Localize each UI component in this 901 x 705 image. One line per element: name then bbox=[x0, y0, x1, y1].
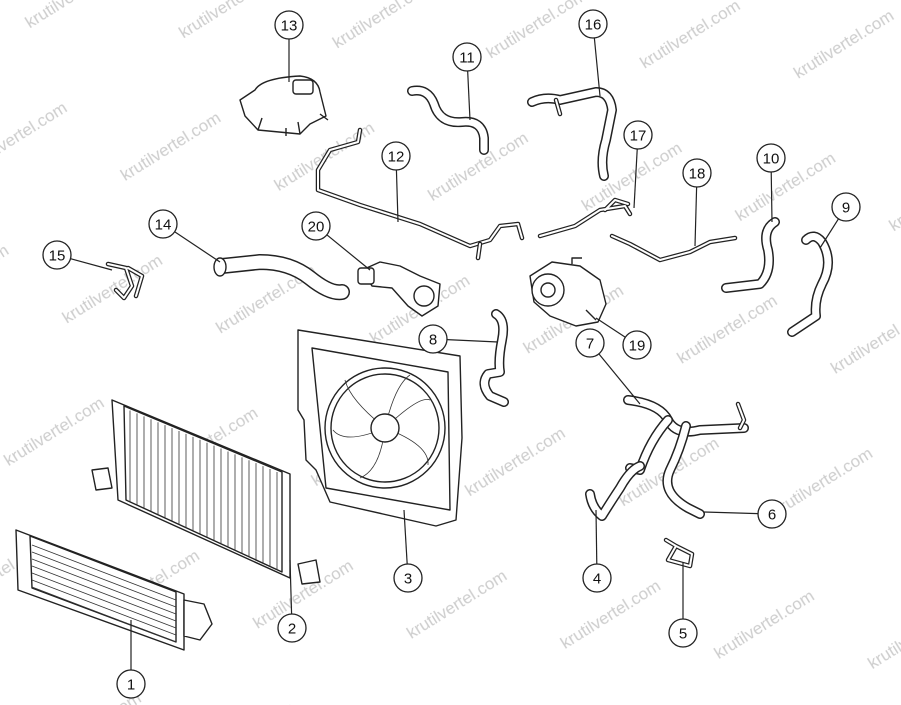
callout-number: 9 bbox=[842, 200, 850, 217]
callout-circle bbox=[682, 158, 712, 188]
callout-circle bbox=[418, 324, 448, 354]
callout-circle bbox=[575, 328, 605, 358]
callout-circle bbox=[301, 211, 331, 241]
callout-circle bbox=[831, 192, 861, 222]
pipe-18 bbox=[609, 233, 738, 263]
callout-circle bbox=[622, 330, 652, 360]
fan-shroud bbox=[297, 329, 463, 527]
pipe-17 bbox=[537, 197, 633, 239]
expansion-tank bbox=[239, 75, 329, 136]
leader-line bbox=[694, 186, 698, 247]
callout-circle bbox=[277, 613, 307, 643]
callout-circle bbox=[578, 9, 608, 39]
water-pump bbox=[529, 257, 607, 327]
hose-14 bbox=[213, 254, 350, 301]
callout-circle bbox=[756, 143, 786, 173]
callout-circle bbox=[381, 141, 411, 171]
callout-number: 7 bbox=[586, 336, 594, 353]
radiator bbox=[91, 399, 321, 585]
callout-number: 4 bbox=[593, 571, 601, 588]
leader-line bbox=[593, 37, 601, 97]
hose-15 bbox=[105, 261, 145, 301]
leader-line bbox=[70, 258, 113, 271]
callout-13: 13 bbox=[274, 10, 304, 82]
callout-number: 3 bbox=[404, 571, 412, 588]
hose-11 bbox=[407, 85, 489, 155]
callout-14: 14 bbox=[148, 209, 221, 263]
callout-number: 11 bbox=[459, 50, 475, 67]
leader-line bbox=[703, 511, 759, 515]
leader-line bbox=[633, 148, 638, 209]
callout-20: 20 bbox=[301, 211, 371, 271]
callout-2: 2 bbox=[277, 559, 307, 643]
callout-7: 7 bbox=[575, 328, 641, 405]
callout-number: 1 bbox=[127, 677, 135, 694]
leader-line bbox=[395, 169, 399, 223]
callout-12: 12 bbox=[381, 141, 411, 223]
callout-circle bbox=[148, 209, 178, 239]
leader-line bbox=[595, 317, 626, 338]
callout-number: 14 bbox=[155, 217, 172, 234]
callout-circle bbox=[452, 42, 482, 72]
callout-circle bbox=[757, 499, 787, 529]
callout-number: 6 bbox=[768, 507, 776, 524]
hose-10 bbox=[721, 217, 780, 293]
callout-circle bbox=[274, 10, 304, 40]
callout-number: 8 bbox=[429, 332, 437, 349]
callout-circle bbox=[42, 240, 72, 270]
callout-19: 19 bbox=[595, 317, 652, 360]
callout-8: 8 bbox=[418, 324, 499, 354]
callout-4: 4 bbox=[582, 509, 612, 593]
callout-number: 20 bbox=[308, 219, 325, 236]
leader-line bbox=[403, 509, 408, 565]
leader-line bbox=[819, 218, 840, 249]
thermostat-housing bbox=[357, 261, 441, 317]
callout-circle bbox=[668, 618, 698, 648]
hose-5 bbox=[663, 537, 695, 569]
callout-1: 1 bbox=[116, 620, 146, 699]
hose-4 bbox=[585, 461, 645, 521]
callout-9: 9 bbox=[819, 192, 861, 249]
callout-number: 5 bbox=[679, 626, 687, 643]
callout-number: 2 bbox=[288, 621, 296, 638]
callout-circle bbox=[582, 563, 612, 593]
leader-line bbox=[326, 234, 371, 271]
callout-number: 10 bbox=[763, 151, 780, 168]
callout-number: 19 bbox=[629, 338, 646, 355]
leader-line bbox=[174, 231, 221, 263]
callout-5: 5 bbox=[668, 562, 698, 648]
leader-line bbox=[595, 509, 598, 565]
leader-line bbox=[467, 70, 471, 121]
leader-line bbox=[770, 171, 773, 223]
callout-circle bbox=[393, 563, 423, 593]
leader-line bbox=[446, 339, 499, 343]
callout-number: 13 bbox=[281, 18, 298, 35]
leader-line bbox=[289, 559, 293, 615]
hose-16 bbox=[527, 87, 617, 181]
hose-8 bbox=[479, 309, 509, 407]
callout-11: 11 bbox=[452, 42, 482, 121]
callout-number: 18 bbox=[689, 166, 706, 183]
callout-circle bbox=[116, 669, 146, 699]
callout-circle bbox=[623, 120, 653, 150]
pipe-12 bbox=[315, 127, 525, 261]
callout-number: 12 bbox=[388, 149, 405, 166]
callout-number: 15 bbox=[49, 248, 66, 265]
callout-3: 3 bbox=[393, 509, 423, 593]
leader-line bbox=[598, 353, 641, 405]
callout-10: 10 bbox=[756, 143, 786, 223]
callout-15: 15 bbox=[42, 240, 113, 271]
callout-17: 17 bbox=[623, 120, 653, 209]
callout-6: 6 bbox=[703, 499, 787, 529]
callout-16: 16 bbox=[578, 9, 608, 97]
callout-number: 17 bbox=[630, 128, 647, 145]
hose-9 bbox=[787, 231, 833, 337]
intercooler bbox=[15, 529, 213, 651]
callout-18: 18 bbox=[682, 158, 712, 247]
callout-number: 16 bbox=[585, 17, 602, 34]
